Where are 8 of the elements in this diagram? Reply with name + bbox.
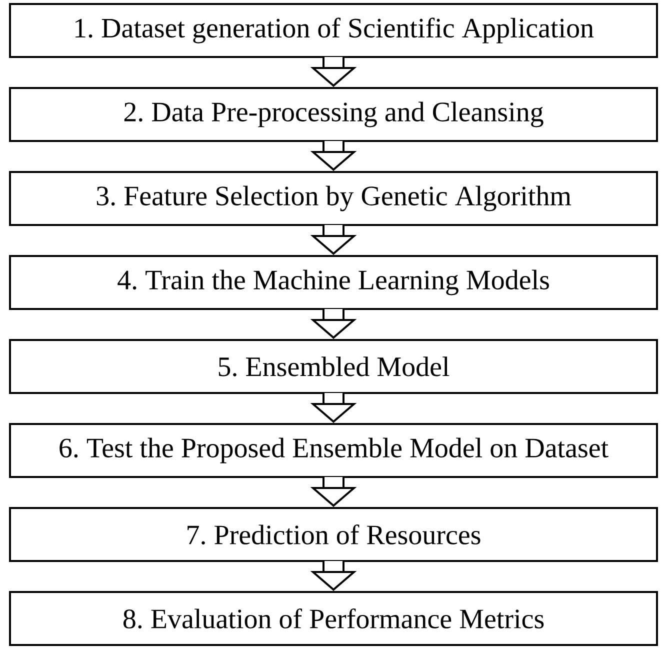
process-box: 5. Ensembled Model [9, 339, 658, 394]
process-box: 1. Dataset generation of Scientific Application [9, 3, 658, 58]
process-box: 4. Train the Machine Learning Models [9, 255, 658, 310]
process-box: 7. Prediction of Resources [9, 507, 658, 562]
process-box: 6. Test the Proposed Ensemble Model on Dataset [9, 423, 658, 478]
process-box: 2. Data Pre-processing and Cleansing [9, 87, 658, 142]
process-box: 8. Evaluation of Performance Metrics [9, 591, 658, 646]
process-box: 3. Feature Selection by Genetic Algorithm [9, 171, 658, 226]
